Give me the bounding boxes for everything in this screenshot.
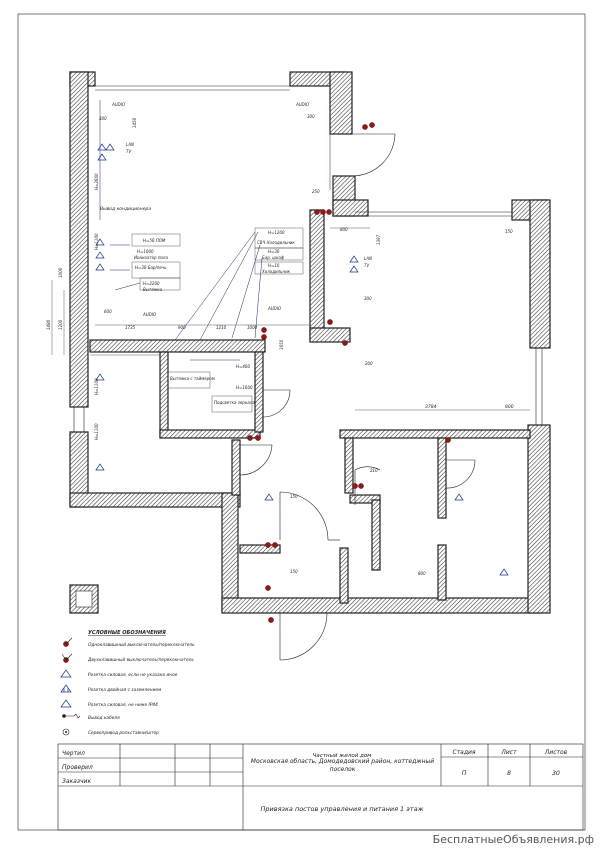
dim-1100c: Н=1100 bbox=[94, 423, 99, 440]
dim-1000: 1000 bbox=[247, 325, 258, 330]
callout-left-3: Н=30 Бар/печь bbox=[135, 265, 167, 270]
legend-title: УСЛОВНЫЕ ОБОЗНАЧЕНИЯ bbox=[88, 630, 166, 636]
socket-markers bbox=[95, 143, 509, 576]
dim-150a: 150 bbox=[290, 494, 298, 499]
legend-item-6: Сервопривод рольставни/штор bbox=[88, 730, 159, 736]
label-vyvod-kond: Вывод кондиционера bbox=[100, 206, 151, 212]
label-podsvet: Подсветка зеркала bbox=[214, 400, 255, 405]
col-sheet: Лист bbox=[500, 749, 517, 756]
dim-1100a: Н=1100 bbox=[94, 233, 99, 250]
dim-600: 600 bbox=[104, 309, 112, 314]
callout-center-2: Н=30 bbox=[268, 249, 280, 254]
role-2: Заказчик bbox=[62, 778, 91, 785]
tag-audio-4: AUDIO bbox=[267, 306, 281, 311]
tag-tv-2: TV bbox=[364, 263, 369, 268]
legend-item-0: Одноклавишный выключатель/переключатель bbox=[88, 642, 195, 648]
doors bbox=[239, 133, 476, 661]
dim-250: 250 bbox=[312, 189, 320, 194]
dim-800b: 800 bbox=[505, 404, 514, 410]
dimension-lines bbox=[51, 227, 530, 411]
col-stage: Стадия bbox=[452, 749, 475, 756]
tag-audio-1: AUDIO bbox=[111, 102, 125, 107]
windows bbox=[73, 85, 543, 432]
legend: УСЛОВНЫЕ ОБОЗНАЧЕНИЯ Одноклавишный выклю… bbox=[60, 630, 195, 736]
dim-1200: 1200 bbox=[58, 319, 63, 330]
callout-left-5: Вытяжка bbox=[143, 287, 163, 292]
callout-center-4: Н=10 bbox=[268, 263, 280, 268]
role-1: Проверил bbox=[62, 764, 93, 771]
dim-1100b: Н=1100 bbox=[94, 378, 99, 395]
dim-150c: 150 bbox=[505, 229, 513, 234]
dim-300c: 300 bbox=[364, 296, 372, 301]
stage-value: П bbox=[462, 770, 467, 777]
callout-left-0: Н=50 ПОМ bbox=[143, 238, 166, 243]
dim-210: 210 bbox=[370, 468, 378, 473]
col-sheets: Листов bbox=[544, 749, 568, 756]
callout-center-1: СВЧ-Холодильник bbox=[257, 240, 295, 245]
project-name: Частный жилой дом bbox=[313, 753, 372, 759]
tag-audio-2: AUDIO bbox=[295, 102, 309, 107]
watermark: БесплатныеОбъявления.рф bbox=[432, 833, 594, 846]
dim-1735: 1735 bbox=[125, 325, 136, 330]
dim-150b: 150 bbox=[290, 569, 298, 574]
dim-800: 800 bbox=[340, 227, 348, 232]
legend-item-4: Розетка силовая, не ниже IP44 bbox=[88, 702, 158, 708]
callout-boxes bbox=[131, 227, 304, 413]
legend-item-1: Двухклавишный выключатель/переключатель bbox=[87, 657, 194, 663]
sheet-value: 8 bbox=[507, 770, 511, 777]
sheets-value: 30 bbox=[552, 770, 560, 777]
tag-tv-1: TV bbox=[126, 149, 131, 154]
label-vytyazhka: Вытяжка с таймером bbox=[170, 376, 215, 381]
callout-center-3: Бар. шкаф bbox=[262, 255, 285, 260]
legend-item-2: Розетка силовая, если не указано иное bbox=[88, 672, 178, 678]
dim-2600: Н=2600 bbox=[94, 173, 99, 190]
title-block: Чертил Проверил Заказчик Частный жилой д… bbox=[57, 743, 584, 831]
walls bbox=[69, 71, 551, 614]
dim-1600: Н=1600 bbox=[236, 385, 253, 390]
dim-300b: 300 bbox=[307, 114, 315, 119]
role-0: Чертил bbox=[62, 750, 85, 757]
switch-markers bbox=[247, 122, 451, 623]
dim-400: Н=400 bbox=[236, 364, 250, 369]
project-address: Московская область, Домодедовский район,… bbox=[250, 758, 435, 773]
callout-center-0: Н=1200 bbox=[268, 230, 285, 235]
tag-audio-3: AUDIO bbox=[142, 312, 156, 317]
plan-labels: Вывод кондиционера Вытяжка с таймером По… bbox=[46, 102, 514, 576]
callout-center-5: Холодильник bbox=[261, 269, 291, 274]
legend-item-5: Вывод кабеля bbox=[88, 715, 120, 721]
dim-1480: 1480 bbox=[46, 319, 51, 330]
dim-1210: 1210 bbox=[216, 325, 227, 330]
dim-1650: 1650 bbox=[279, 339, 284, 350]
callout-left-2: Ионизатор пола bbox=[134, 255, 168, 260]
tag-lan-1: LAN bbox=[126, 142, 134, 147]
dim-1000b: 1000 bbox=[58, 267, 63, 278]
dim-3784: 3784 bbox=[425, 404, 437, 410]
legend-item-3: Розетка двойная с заземлением bbox=[88, 687, 162, 693]
tag-lan-2: LAN bbox=[364, 256, 372, 261]
dim-900: 900 bbox=[178, 325, 186, 330]
dim-800c: 800 bbox=[418, 571, 426, 576]
dim-1397: 1397 bbox=[376, 234, 381, 245]
dim-300a: 300 bbox=[99, 116, 107, 121]
callout-left-1: Н=1000 bbox=[137, 249, 154, 254]
cable-runs bbox=[99, 100, 331, 361]
drawing-title: Привязка постов управления и питания 1 э… bbox=[261, 805, 424, 813]
dim-200: 200 bbox=[365, 361, 373, 366]
dim-1450: 1450 bbox=[132, 117, 137, 128]
callout-left-4: Н=2200 bbox=[143, 281, 160, 286]
